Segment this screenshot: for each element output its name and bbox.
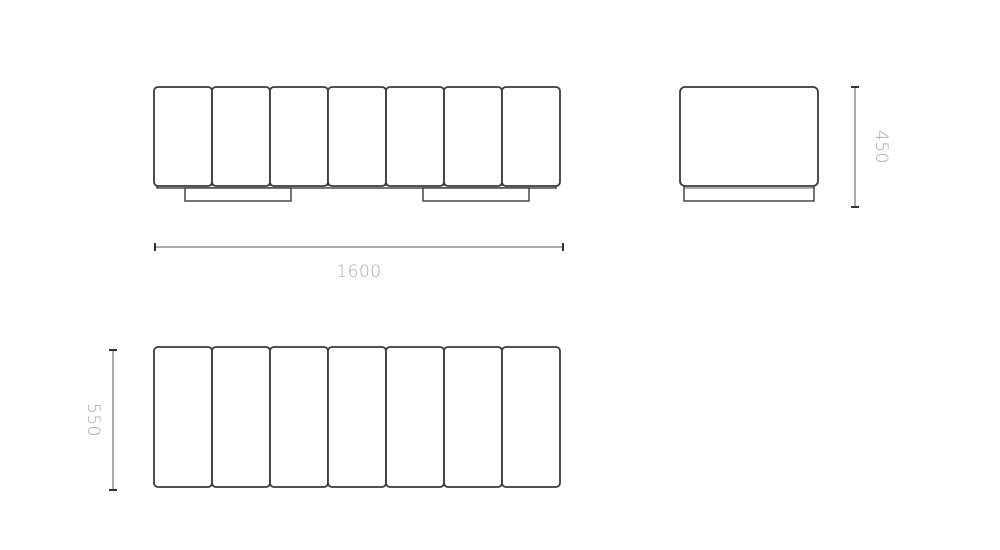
front-cushion bbox=[327, 86, 387, 187]
dimension-width-label: 1600 bbox=[336, 262, 381, 282]
front-cushion bbox=[501, 86, 561, 187]
top-cushion bbox=[153, 346, 213, 488]
top-view bbox=[153, 346, 561, 488]
dimension-height: 450 bbox=[851, 86, 891, 208]
top-cushion bbox=[501, 346, 561, 488]
side-cushion bbox=[679, 86, 819, 187]
front-cushion bbox=[443, 86, 503, 187]
front-leg-left bbox=[184, 187, 292, 202]
top-cushions bbox=[153, 346, 561, 488]
side-view bbox=[679, 86, 819, 202]
dimension-width: 1600 bbox=[154, 243, 564, 282]
front-cushion bbox=[153, 86, 213, 187]
front-cushions bbox=[153, 86, 561, 187]
top-cushion bbox=[443, 346, 503, 488]
front-cushion bbox=[269, 86, 329, 187]
top-cushion bbox=[211, 346, 271, 488]
dimension-depth-label: 550 bbox=[83, 403, 103, 437]
top-cushion bbox=[327, 346, 387, 488]
top-cushion bbox=[269, 346, 329, 488]
front-cushion bbox=[385, 86, 445, 187]
front-leg-right bbox=[422, 187, 530, 202]
dimension-height-label: 450 bbox=[871, 130, 891, 164]
front-view bbox=[153, 86, 561, 202]
dimension-depth: 550 bbox=[83, 349, 117, 491]
side-base bbox=[683, 184, 815, 202]
top-cushion bbox=[385, 346, 445, 488]
front-cushion bbox=[211, 86, 271, 187]
